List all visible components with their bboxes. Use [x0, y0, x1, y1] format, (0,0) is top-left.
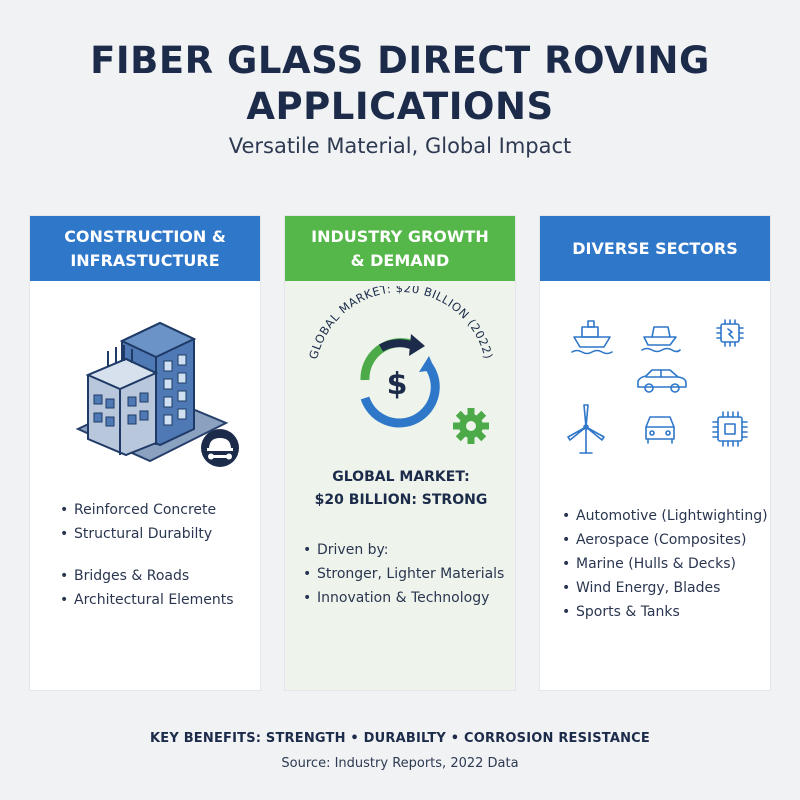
list-item: Wind Energy, Blades: [562, 576, 768, 600]
gear-icon: [453, 408, 489, 444]
sectors-panel-heading: DIVERSE SECTORS: [540, 216, 770, 281]
list-item: Structural Durabilty: [60, 522, 216, 546]
construction-panel: CONSTRUCTION & INFRASTUCTURE: [29, 215, 261, 691]
list-item: Driven by:: [303, 538, 504, 562]
sector-icons: [567, 319, 748, 454]
boat-icon: [641, 326, 681, 353]
key-benefits: KEY BENEFITS: STRENGTH • DURABILTY • COR…: [150, 731, 650, 746]
construction-list-b: Bridges & Roads Architectural Elements: [60, 564, 234, 612]
construction-list-a: Reinforced Concrete Structural Durabilty: [60, 498, 216, 546]
list-item: Bridges & Roads: [60, 564, 234, 588]
growth-panel: INDUSTRY GROWTH & DEMAND GLOBAL MARKET: …: [284, 215, 516, 691]
building-icon: [75, 321, 229, 463]
page-title: FIBER GLASS DIRECT ROVING APPLICATIONS: [90, 39, 710, 128]
list-item: Stronger, Lighter Materials: [303, 562, 504, 586]
market-arc-label: GLOBAL MARKET: $20 BILLION (2022): [306, 286, 496, 361]
list-item: Innovation & Technology: [303, 586, 504, 610]
list-item: Automotive (Lightwighting): [562, 504, 768, 528]
car-side-icon: [637, 369, 687, 393]
growth-panel-heading: INDUSTRY GROWTH & DEMAND: [285, 216, 515, 281]
wind-turbine-icon: [567, 404, 605, 454]
ship-icon: [571, 320, 613, 355]
car-front-icon: [645, 416, 675, 444]
svg-text:$: $: [387, 367, 408, 402]
list-item: Aerospace (Composites): [562, 528, 768, 552]
market-summary: GLOBAL MARKET: $20 BILLION: STRONG: [314, 469, 488, 508]
page-subtitle: Versatile Material, Global Impact: [228, 134, 572, 158]
market-graphic: GLOBAL MARKET: $20 BILLION (2022) $: [306, 286, 496, 444]
list-item: Reinforced Concrete: [60, 498, 216, 522]
list-item: Sports & Tanks: [562, 600, 768, 624]
list-item: Architectural Elements: [60, 588, 234, 612]
list-item: Marine (Hulls & Decks): [562, 552, 768, 576]
chip-icon: [716, 319, 744, 347]
circuit-board-icon: [712, 411, 748, 447]
source-note: Source: Industry Reports, 2022 Data: [281, 756, 519, 771]
growth-list: Driven by: Stronger, Lighter Materials I…: [303, 538, 504, 610]
sectors-list: Automotive (Lightwighting) Aerospace (Co…: [562, 504, 768, 624]
hard-hat-wrench-icon: [201, 429, 239, 467]
construction-panel-heading: CONSTRUCTION & INFRASTUCTURE: [30, 216, 260, 281]
sectors-panel: DIVERSE SECTORS: [539, 215, 771, 691]
dollar-cycle-icon: $: [360, 334, 440, 428]
